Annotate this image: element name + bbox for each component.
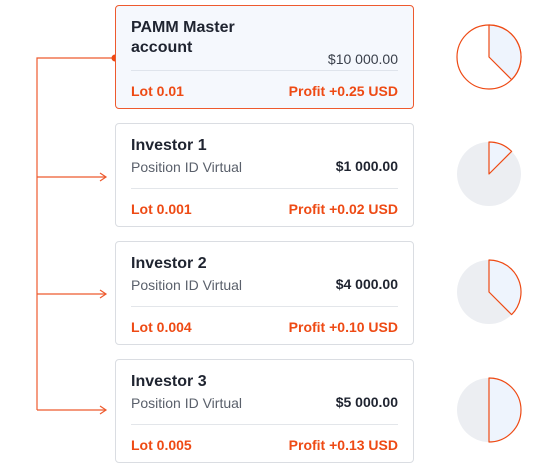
master-profit: Profit +0.25 USD [288, 83, 398, 99]
pie-slice [488, 24, 522, 81]
divider [131, 306, 398, 307]
divider [131, 424, 398, 425]
investor-title: Investor 3 [131, 373, 207, 390]
investor-title: Investor 2 [131, 255, 207, 272]
investor-lot: Lot 0.004 [131, 319, 192, 335]
investor-2-share-pie-icon [457, 259, 522, 324]
investor-amount: $1 000.00 [335, 158, 398, 174]
investor-subtitle: Position ID Virtual [131, 159, 243, 175]
investor-2-card: Investor 2 Position ID Virtual $4 000.00… [115, 241, 414, 345]
pie-slice [488, 377, 522, 443]
master-account-card: PAMM Master account $10 000.00 Lot 0.01 … [115, 5, 414, 109]
pie-slice [488, 259, 522, 316]
investor-lot: Lot 0.001 [131, 201, 192, 217]
investor-lot: Lot 0.005 [131, 437, 192, 453]
investor-title: Investor 1 [131, 137, 207, 154]
investor-profit: Profit +0.13 USD [288, 437, 398, 453]
investor-amount: $5 000.00 [335, 394, 398, 410]
master-share-pie-icon [456, 24, 522, 90]
investor-subtitle: Position ID Virtual [131, 277, 243, 293]
divider [131, 188, 398, 189]
investor-1-share-pie-icon [457, 141, 521, 206]
master-lot: Lot 0.01 [131, 83, 184, 99]
investor-subtitle: Position ID Virtual [131, 395, 243, 411]
master-amount: $10 000.00 [327, 51, 398, 67]
investor-1-card: Investor 1 Position ID Virtual $1 000.00… [115, 123, 414, 227]
investor-3-share-pie-icon [457, 377, 522, 443]
master-title: PAMM Master account [131, 19, 235, 56]
divider [131, 70, 398, 71]
investor-amount: $4 000.00 [335, 276, 398, 292]
investor-profit: Profit +0.10 USD [288, 319, 398, 335]
investor-profit: Profit +0.02 USD [288, 201, 398, 217]
pie-slice [488, 141, 513, 175]
investor-3-card: Investor 3 Position ID Virtual $5 000.00… [115, 359, 414, 463]
